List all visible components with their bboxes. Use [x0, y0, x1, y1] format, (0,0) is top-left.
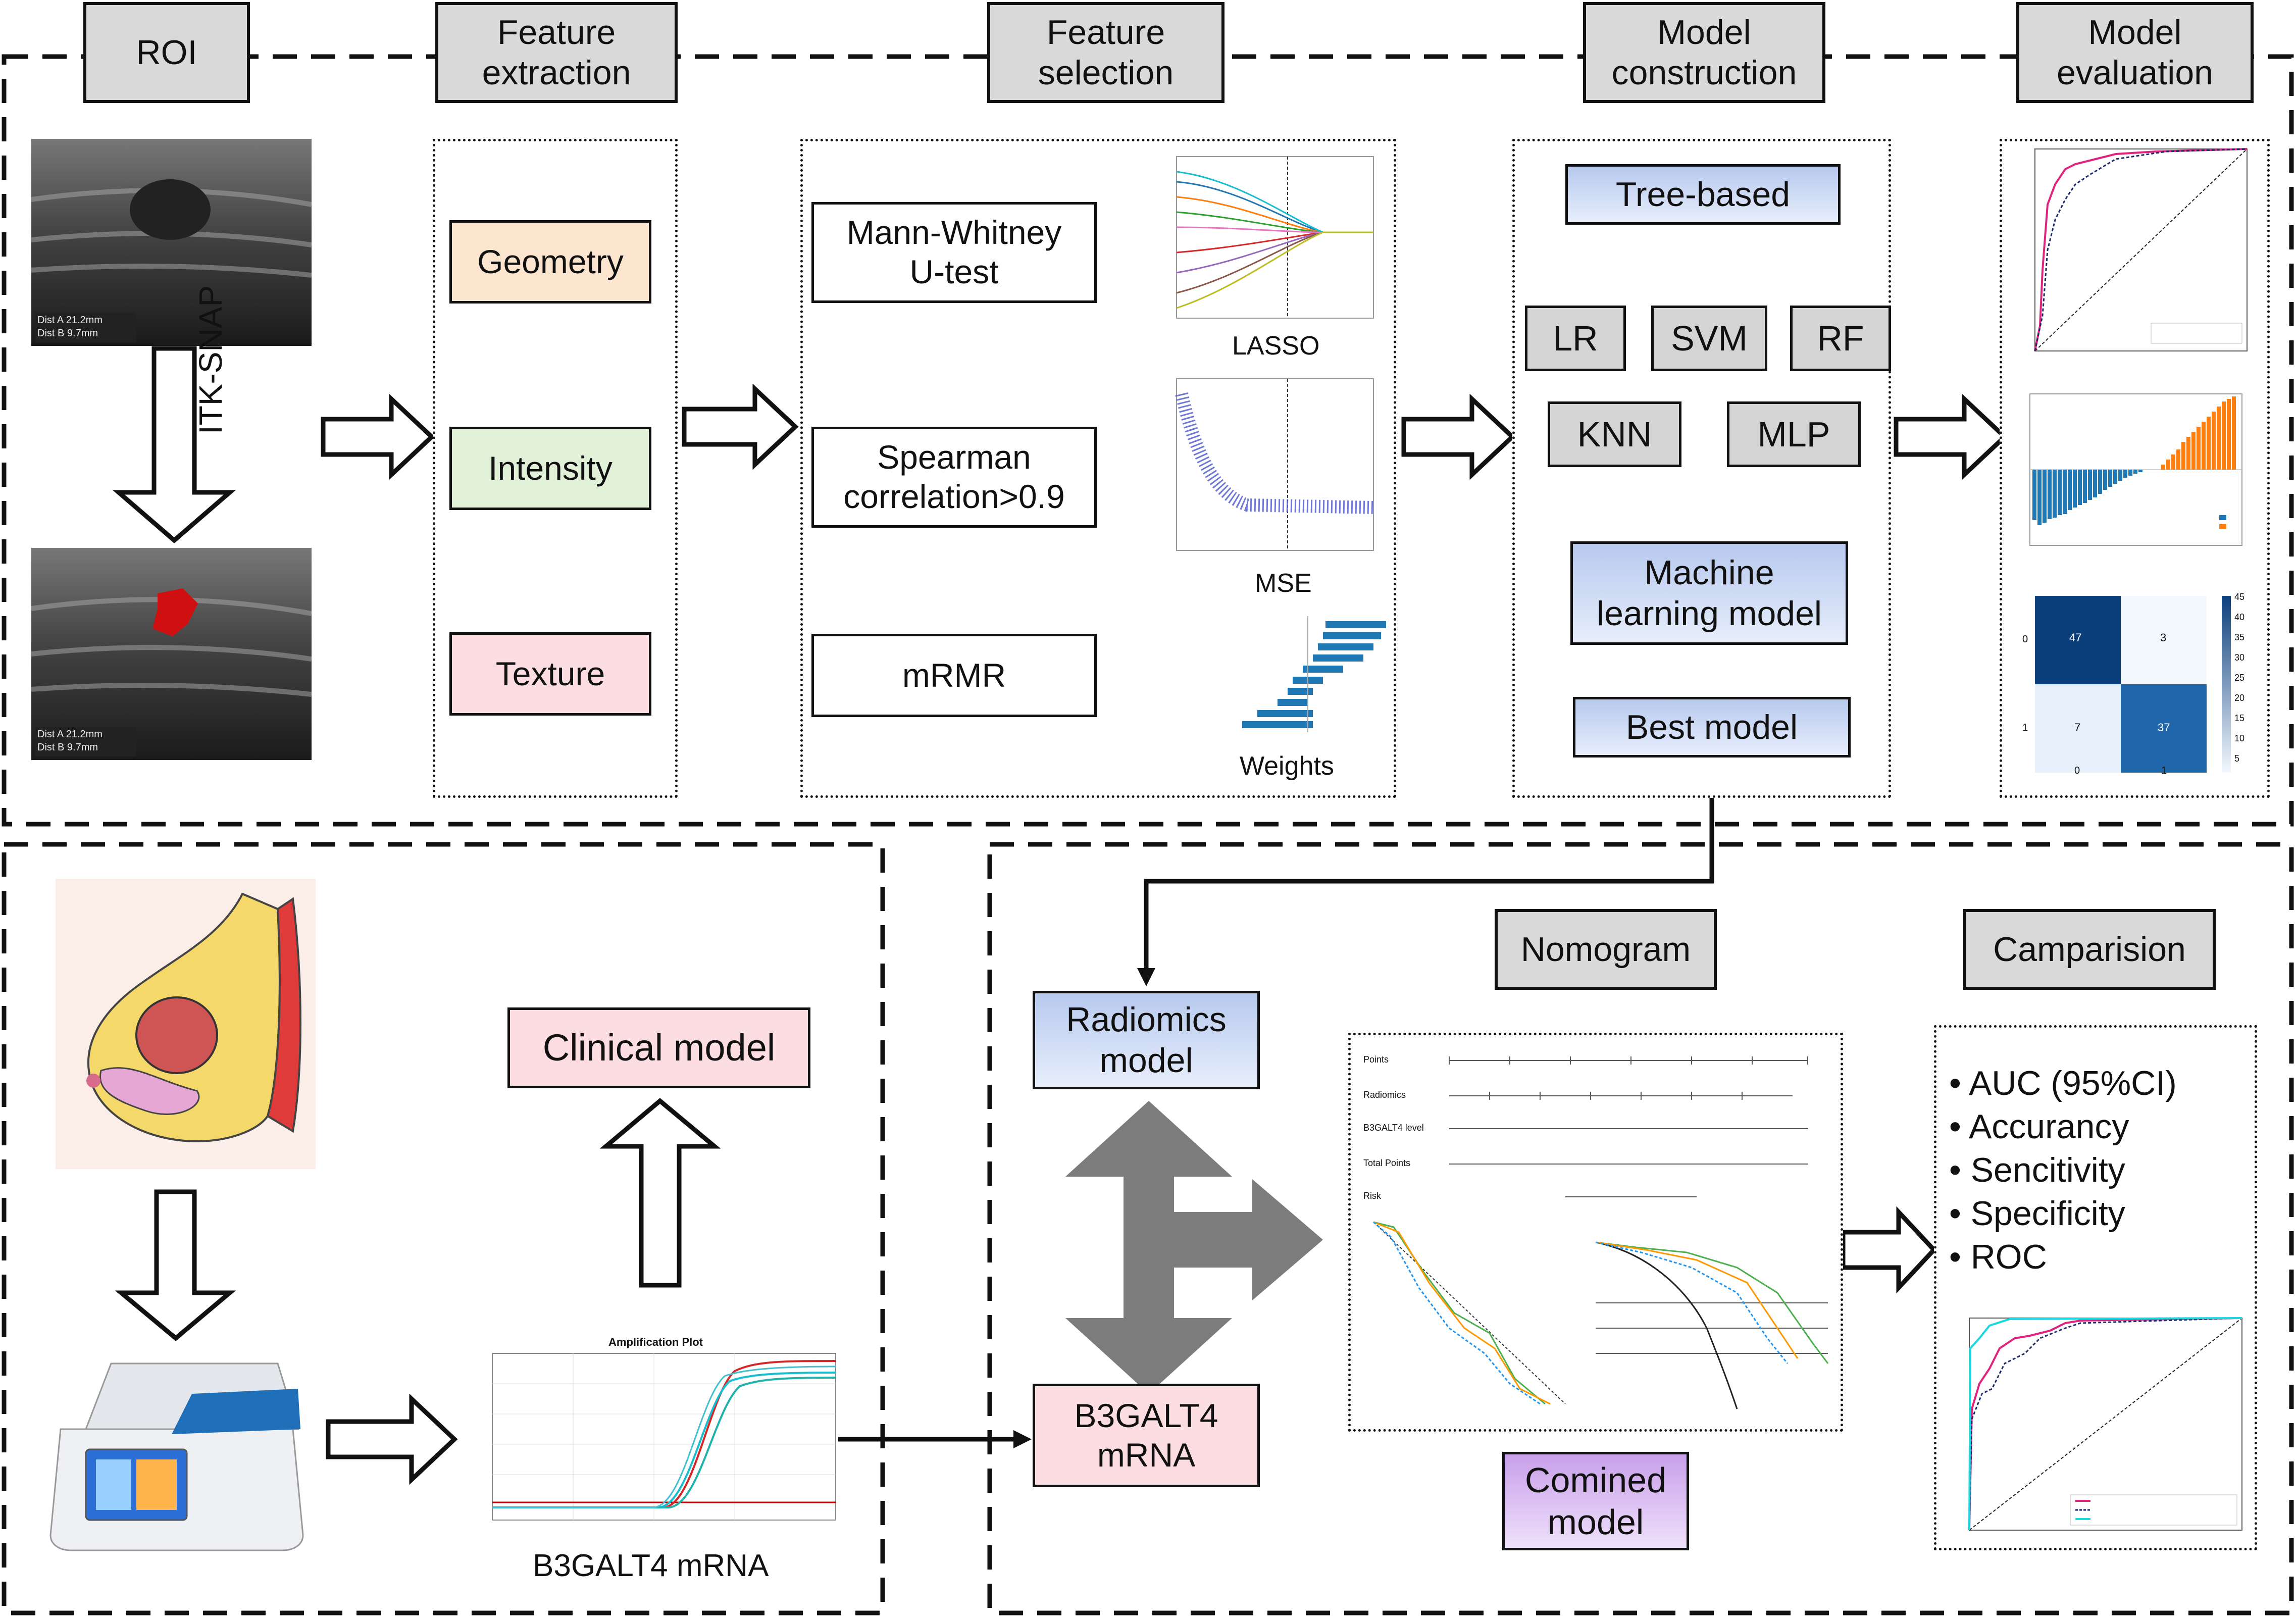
cm-cell-fp: 3: [2160, 631, 2167, 644]
comparison-item-roc: • ROC: [1949, 1238, 2047, 1276]
cm-axis-y1: 1: [2022, 722, 2028, 733]
amplification-plot: Amplification Plot: [472, 1333, 841, 1535]
roc-curve-plot: [2015, 144, 2252, 371]
cm-axis-x0: 0: [2074, 765, 2080, 776]
radiomics-model-box: Radiomics model: [1033, 991, 1260, 1089]
arrow-extraction-to-selection: [682, 383, 799, 470]
arrow-itksnap-down: [112, 346, 236, 543]
measurement-dist-b-2: Dist B 9.7mm: [37, 742, 98, 753]
comparison-roc-plot: [1949, 1308, 2252, 1540]
header-model-construction: Model construction: [1583, 2, 1825, 103]
model-lr: LR: [1525, 306, 1626, 371]
header-roi: ROI: [83, 2, 250, 103]
weights-plot: [1156, 606, 1389, 747]
best-model-box: Best model: [1573, 697, 1851, 757]
tumor-segmentation: [152, 588, 198, 636]
nomogram-chart: Points Radiomics B3GALT4 level Total Poi…: [1363, 1045, 1828, 1207]
colorbar-tick-30: 30: [2234, 652, 2245, 663]
measurement-dist-a: Dist A 21.2mm: [37, 315, 103, 326]
arrow-selection-to-construction: [1401, 393, 1516, 480]
colorbar-tick-25: 25: [2234, 673, 2245, 683]
calibration-plot: [1363, 1212, 1580, 1414]
itk-snap-label: ITK-SNAP: [192, 285, 229, 434]
feature-texture: Texture: [449, 632, 651, 716]
method-mann-whitney: Mann-Whitney U-test: [811, 202, 1097, 303]
lasso-label: LASSO: [1232, 331, 1320, 361]
machine-learning-model-box: Machine learning model: [1570, 541, 1848, 645]
pcr-machine-illustration: [40, 1333, 313, 1555]
method-spearman: Spearman correlation>0.9: [811, 427, 1097, 528]
lasso-coefficient-plot: [1161, 151, 1379, 328]
model-knn: KNN: [1548, 401, 1681, 467]
amplification-plot-title: Amplification Plot: [608, 1336, 703, 1348]
measurement-dist-b: Dist B 9.7mm: [37, 328, 98, 339]
nomogram-row-points: Points: [1363, 1054, 1389, 1065]
breast-illustration: [56, 879, 316, 1169]
cm-axis-x1: 1: [2161, 765, 2167, 776]
cm-cell-fn: 7: [2074, 721, 2081, 734]
comparison-item-auc: • AUC (95%CI): [1949, 1064, 2177, 1102]
colorbar-tick-20: 20: [2234, 693, 2245, 703]
upper-section-frame: [2, 54, 2294, 827]
lower-left-section-frame: [2, 842, 885, 1615]
mse-label: MSE: [1255, 569, 1312, 598]
decision-curve-plot: [1586, 1212, 1833, 1414]
arrow-nomogram-to-comparison: [1841, 1206, 1937, 1294]
comparison-item-specificity: • Specificity: [1949, 1194, 2125, 1233]
line-best-to-radiomics: [1137, 755, 1714, 986]
header-nomogram: Nomogram: [1495, 909, 1717, 990]
nomogram-panel: [1348, 1033, 1843, 1432]
waterfall-plot: [2015, 389, 2252, 561]
arrow-plot-to-clinical: [599, 1098, 721, 1288]
colorbar-tick-40: 40: [2234, 612, 2245, 622]
ultrasound-image-segmented: Dist A 21.2mm Dist B 9.7mm: [31, 548, 312, 760]
clinical-model-box: Clinical model: [507, 1007, 810, 1088]
header-comparison: Camparision: [1963, 909, 2216, 990]
nomogram-row-radiomics: Radiomics: [1363, 1090, 1406, 1100]
model-rf: RF: [1790, 306, 1891, 371]
colorbar-tick-35: 35: [2234, 632, 2245, 642]
colorbar-tick-15: 15: [2234, 713, 2245, 723]
combined-model-box: Comined model: [1502, 1452, 1689, 1550]
arrow-roi-to-extraction: [321, 393, 435, 480]
nomogram-row-b3galt4: B3GALT4 level: [1363, 1123, 1424, 1133]
header-model-evaluation: Model evaluation: [2016, 2, 2254, 103]
arrow-construction-to-evaluation: [1894, 393, 2008, 480]
arrow-breast-down: [115, 1189, 236, 1341]
model-mlp: MLP: [1727, 401, 1861, 467]
colorbar-tick-5: 5: [2234, 753, 2240, 764]
feature-geometry: Geometry: [449, 220, 651, 304]
nomogram-row-risk: Risk: [1363, 1191, 1381, 1201]
arrow-pcr-to-plot: [326, 1393, 458, 1485]
mrna-caption: B3GALT4 mRNA: [533, 1548, 769, 1583]
comparison-item-sensitivity: • Sencitivity: [1949, 1151, 2125, 1189]
header-feature-extraction: Feature extraction: [435, 2, 678, 103]
comparison-panel: [1934, 1025, 2257, 1550]
weights-label: Weights: [1240, 751, 1334, 781]
ultrasound-image-raw: Dist A 21.2mm Dist B 9.7mm: [31, 139, 312, 346]
colorbar-tick-45: 45: [2234, 592, 2245, 602]
cm-axis-y0: 0: [2022, 634, 2028, 645]
model-svm: SVM: [1651, 306, 1767, 371]
cm-cell-tn: 47: [2069, 631, 2082, 644]
model-construction-panel: [1512, 139, 1891, 798]
colorbar-tick-10: 10: [2234, 733, 2245, 743]
comparison-list: • AUC (95%CI) • Accurancy • Sencitivity …: [1949, 1062, 2177, 1279]
tree-based-box: Tree-based: [1565, 164, 1841, 225]
comparison-item-accuracy: • Accurancy: [1949, 1107, 2129, 1146]
measurement-dist-a-2: Dist A 21.2mm: [37, 729, 103, 740]
cm-cell-tp: 37: [2158, 721, 2170, 734]
nomogram-row-total: Total Points: [1363, 1158, 1411, 1168]
grey-combination-arrow: [1065, 1101, 1323, 1394]
mse-plot: [1161, 374, 1379, 561]
b3galt4-mrna-box: B3GALT4 mRNA: [1033, 1384, 1260, 1487]
confusion-matrix: 47 3 7 37 45 40 35 30 25 20 15 10 5 0 1 …: [2015, 591, 2252, 778]
feature-intensity: Intensity: [449, 427, 651, 510]
header-feature-selection: Feature selection: [987, 2, 1224, 103]
method-mrmr: mRMR: [811, 634, 1097, 717]
